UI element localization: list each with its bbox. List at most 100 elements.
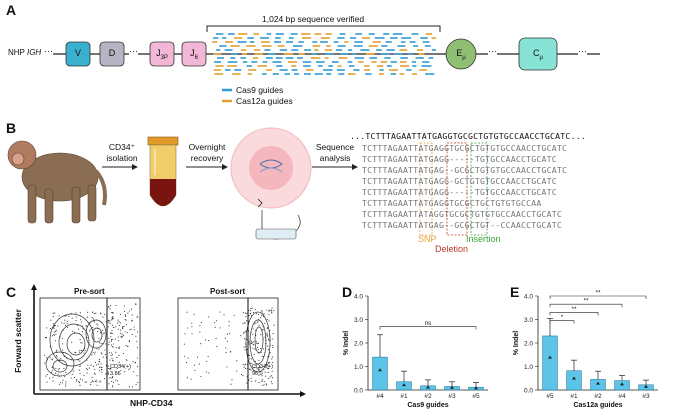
event-dot — [109, 359, 111, 361]
event-dot — [246, 382, 248, 384]
segment-v-label: V — [74, 48, 81, 58]
event-dot — [270, 375, 272, 377]
event-dot — [113, 326, 115, 328]
event-dot — [263, 313, 265, 315]
event-dot — [261, 375, 263, 377]
event-dot — [242, 363, 244, 365]
event-dot — [110, 340, 113, 342]
y-tick-label: 2.0 — [524, 341, 533, 348]
event-dot — [250, 369, 252, 371]
event-dot — [98, 342, 101, 344]
data-point — [450, 385, 454, 389]
cell-icon — [230, 127, 312, 240]
event-dot — [49, 377, 51, 379]
event-dot — [57, 373, 59, 375]
event-dot — [80, 350, 83, 352]
locus-label: NHP IGH — [8, 48, 41, 57]
event-dot — [79, 351, 81, 353]
event-dot — [208, 372, 210, 374]
event-dot — [63, 368, 65, 370]
event-dot — [215, 337, 217, 339]
event-dot — [112, 338, 114, 341]
event-dot — [107, 305, 109, 308]
event-dot — [246, 320, 248, 322]
event-dot — [104, 349, 106, 351]
event-dot — [60, 357, 62, 360]
event-dot — [99, 381, 102, 383]
event-dot — [107, 365, 109, 367]
event-dot — [272, 333, 274, 335]
bar — [566, 370, 582, 391]
event-dot — [58, 315, 60, 317]
event-dot — [92, 365, 95, 367]
event-dot — [219, 311, 221, 313]
event-dot — [45, 375, 47, 377]
event-dot — [117, 336, 119, 338]
event-dot — [98, 361, 100, 363]
event-dot — [214, 326, 216, 328]
event-dot — [131, 319, 134, 321]
event-dot — [111, 319, 113, 321]
event-dot — [44, 354, 46, 356]
event-dot — [113, 381, 115, 383]
event-dot — [264, 375, 267, 377]
event-dot — [79, 378, 82, 380]
panel-label-d: D — [342, 284, 353, 300]
event-dot — [273, 324, 275, 326]
event-dot — [246, 338, 248, 341]
event-dot — [89, 330, 91, 332]
event-dot — [105, 343, 107, 345]
event-dot — [79, 319, 82, 321]
event-dot — [251, 380, 253, 382]
event-dot — [55, 340, 57, 342]
event-dot — [271, 338, 273, 340]
event-dot — [134, 362, 136, 364]
event-dot — [115, 379, 117, 381]
x-tick-label: #5 — [546, 393, 554, 400]
event-dot — [75, 352, 77, 354]
event-dot — [77, 324, 79, 326]
event-dot — [120, 329, 122, 331]
event-dot — [55, 333, 57, 335]
cmu-base: C — [533, 48, 540, 58]
event-dot — [72, 330, 74, 332]
event-dot — [271, 311, 273, 313]
event-dot — [87, 364, 89, 366]
x-tick-label: #3 — [642, 393, 650, 400]
event-dot — [199, 331, 201, 333]
event-dot — [269, 362, 271, 364]
event-dot — [119, 313, 122, 315]
event-dot — [107, 367, 109, 370]
event-dot — [243, 366, 245, 368]
flow-x-label: NHP-CD34 — [130, 398, 173, 408]
event-dot — [71, 341, 73, 343]
event-dot — [271, 370, 273, 372]
event-dot — [82, 325, 84, 327]
event-dot — [128, 310, 131, 312]
event-dot — [249, 358, 251, 360]
event-dot — [249, 368, 251, 370]
event-dot — [126, 360, 128, 362]
event-dot — [254, 348, 256, 350]
event-dot — [82, 328, 84, 330]
emu-sub: μ — [462, 54, 466, 61]
event-dot — [272, 347, 274, 349]
event-dot — [268, 309, 270, 311]
x-axis-label: Cas9 guides — [407, 402, 448, 409]
event-dot — [236, 360, 238, 362]
event-dot — [54, 312, 56, 314]
event-dot — [77, 359, 80, 361]
event-dot — [267, 334, 269, 336]
event-dot — [120, 332, 122, 334]
event-dot — [271, 358, 273, 360]
event-dot — [122, 328, 124, 330]
event-dot — [135, 383, 137, 385]
data-point — [644, 384, 648, 388]
event-dot — [92, 381, 94, 383]
event-dot — [63, 322, 65, 324]
event-dot — [124, 371, 126, 373]
event-dot — [57, 369, 59, 371]
event-dot — [101, 353, 103, 355]
data-point — [572, 376, 576, 380]
event-dot — [123, 310, 126, 313]
